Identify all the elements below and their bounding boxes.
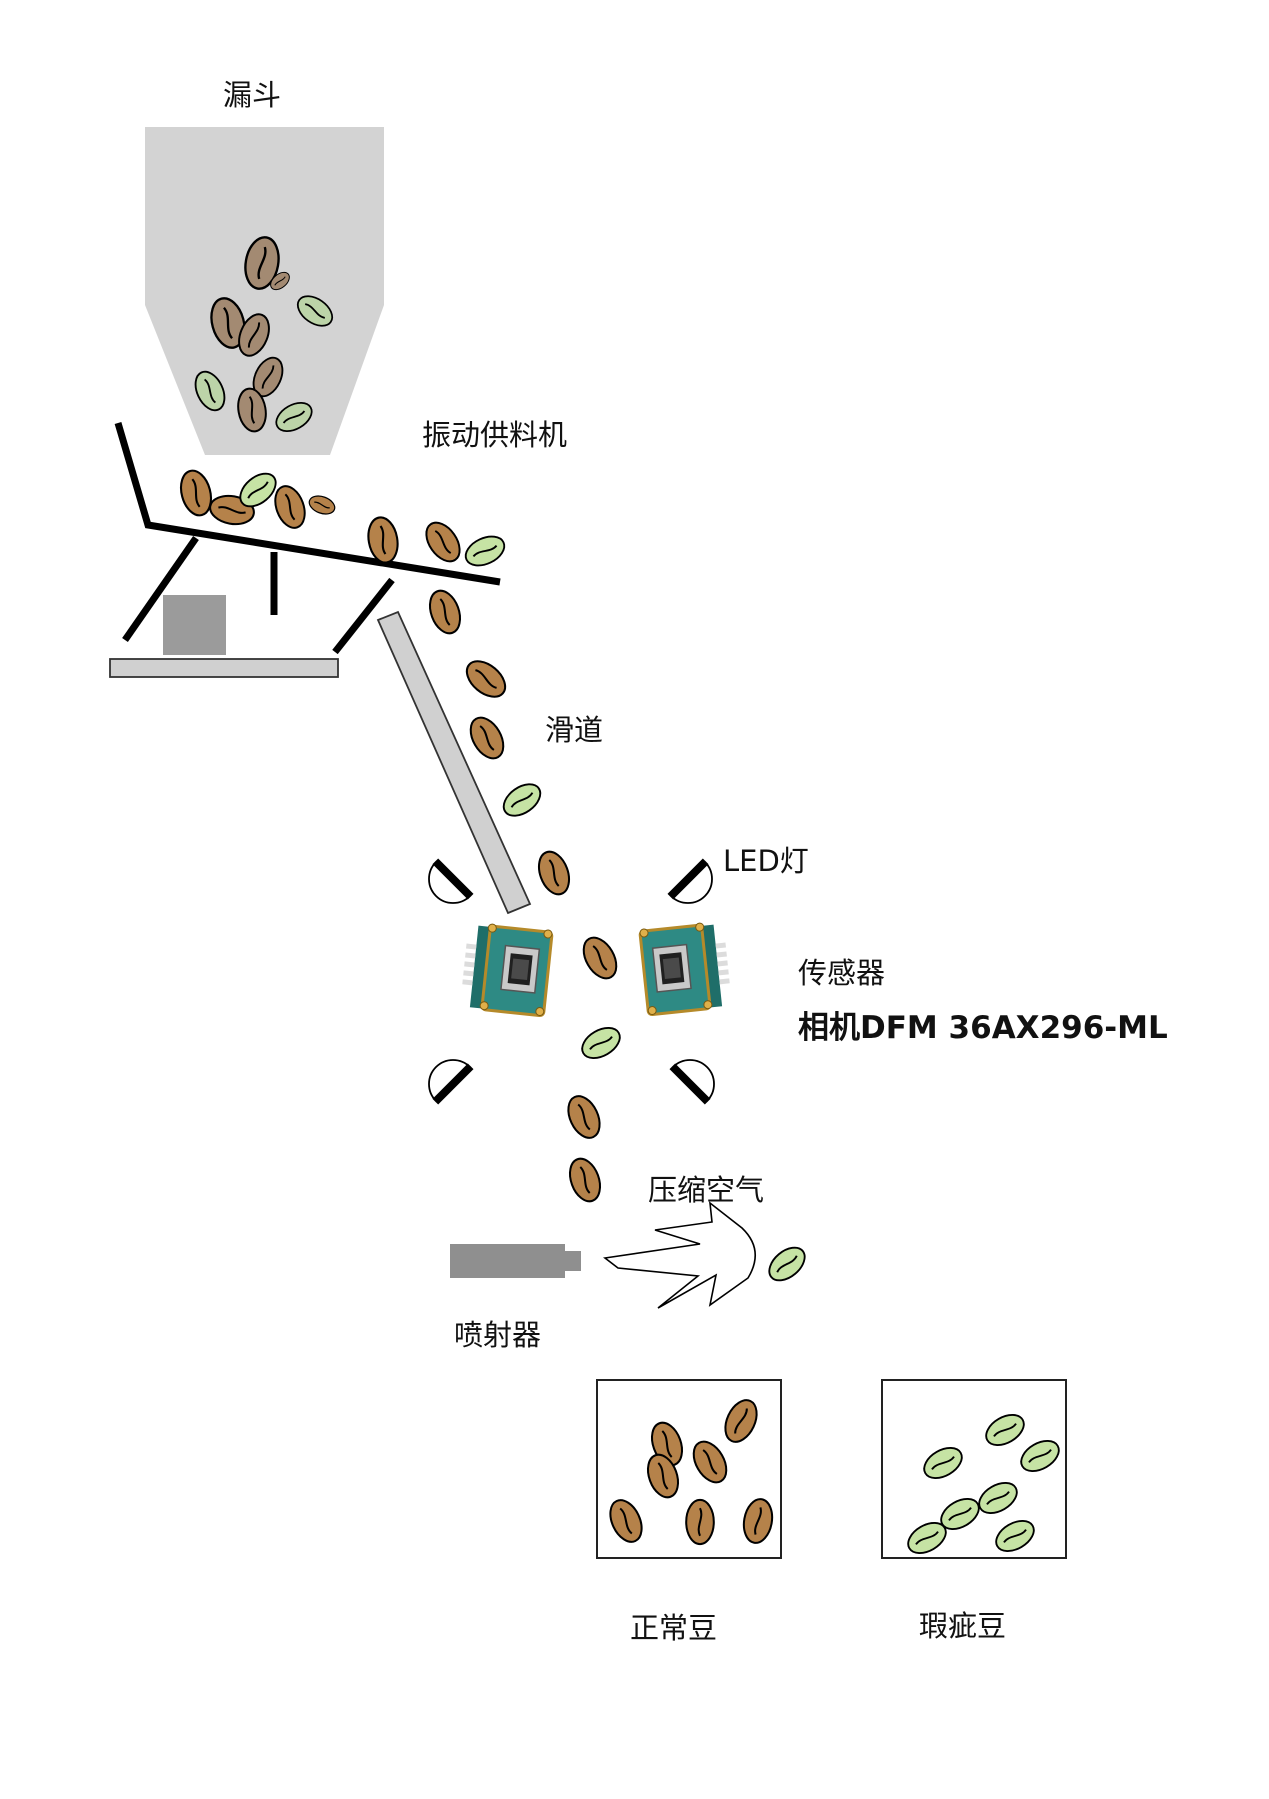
feeder-leg-left — [122, 536, 199, 642]
ejector-label: 喷射器 — [454, 1318, 542, 1352]
led-housing — [667, 858, 709, 900]
camera-sensor-die — [511, 958, 530, 981]
led-lens — [669, 860, 713, 904]
camera-connector-pin — [462, 979, 473, 986]
roasted-bean — [418, 515, 468, 569]
bean-shape — [497, 776, 547, 824]
bean-shape — [462, 710, 512, 766]
camera-connector-pin — [715, 942, 726, 949]
led-housing — [432, 1063, 474, 1105]
led-lamp-icon — [428, 1059, 474, 1105]
bean-shape — [563, 1153, 607, 1207]
roasted-bean — [306, 492, 338, 518]
feeder-leg-right — [332, 577, 395, 655]
roasted-bean — [575, 930, 625, 986]
bean-shape — [460, 529, 510, 573]
camera-mount-hole — [535, 1007, 545, 1017]
chute-label: 滑道 — [545, 713, 604, 747]
chute-rail — [376, 610, 532, 915]
bad-beans-label: 瑕疵豆 — [919, 1609, 1007, 1643]
bean-shape — [268, 481, 312, 533]
feeder-base — [109, 658, 339, 678]
roasted-bean — [563, 1153, 607, 1207]
ejector-body — [450, 1244, 565, 1278]
roasted-bean — [268, 481, 312, 533]
air-burst-icon — [603, 1201, 756, 1309]
roasted-bean — [532, 846, 576, 900]
camera-mount-hole — [543, 929, 553, 939]
led-lens — [428, 1059, 472, 1103]
bean-shape — [575, 930, 625, 986]
camera-mount-hole — [639, 928, 649, 938]
bean-shape — [418, 515, 468, 569]
roasted-bean — [423, 585, 467, 639]
led-lens — [428, 860, 472, 904]
roasted-bean — [561, 1090, 607, 1144]
bean-shape — [363, 514, 403, 566]
bean-shape — [306, 492, 338, 518]
camera-mount-hole — [647, 1006, 657, 1016]
camera-module-icon — [638, 922, 730, 1017]
camera-connector-pin — [716, 951, 727, 958]
air-label: 压缩空气 — [648, 1173, 765, 1207]
roasted-bean — [685, 1498, 715, 1546]
camera-sensor-die — [662, 957, 681, 980]
roasted-bean — [363, 514, 403, 566]
led-lens — [671, 1059, 715, 1103]
led-housing — [669, 1063, 711, 1105]
camera-label: 相机DFM 36AX296-ML — [798, 1010, 1168, 1046]
led-lamp-icon — [667, 858, 713, 904]
camera-connector-pin — [466, 943, 477, 950]
camera-connector-pin — [718, 969, 729, 976]
camera-connector-pin — [717, 960, 728, 967]
camera-connector-pin — [464, 961, 475, 968]
hopper-label: 漏斗 — [223, 78, 282, 112]
led-label: LED灯 — [723, 844, 809, 878]
camera-connector-pin — [463, 970, 474, 977]
camera-mount-hole — [703, 1000, 713, 1010]
bean-shape — [561, 1090, 607, 1144]
camera-mount-hole — [479, 1001, 489, 1011]
camera-mount-hole — [487, 923, 497, 933]
feeder-motor-block — [163, 595, 226, 655]
good-beans-label: 正常豆 — [630, 1611, 718, 1645]
bean-shape — [532, 846, 576, 900]
led-housing — [432, 858, 474, 900]
camera-connector-pin — [719, 978, 730, 985]
ejector-tip — [563, 1251, 581, 1271]
led-lamps — [428, 858, 715, 1105]
led-lamp-icon — [428, 858, 474, 904]
green-bean — [460, 529, 510, 573]
bean-shape — [762, 1240, 812, 1288]
feeder-label: 振动供料机 — [422, 418, 568, 452]
sensor-label: 传感器 — [798, 956, 886, 990]
camera-module-icon — [462, 923, 554, 1018]
bean-shape — [459, 653, 513, 705]
green-bean — [762, 1240, 812, 1288]
camera-modules — [462, 922, 730, 1018]
camera-mount-hole — [695, 922, 705, 932]
bean-shape — [576, 1020, 626, 1066]
bean-shape — [423, 585, 467, 639]
green-bean — [497, 776, 547, 824]
camera-connector-pin — [465, 952, 476, 959]
green-bean — [576, 1020, 626, 1066]
roasted-bean — [462, 710, 512, 766]
roasted-bean — [459, 653, 513, 705]
led-lamp-icon — [669, 1059, 715, 1105]
bean-shape — [685, 1498, 715, 1546]
air-nozzle-icon — [450, 1244, 581, 1278]
